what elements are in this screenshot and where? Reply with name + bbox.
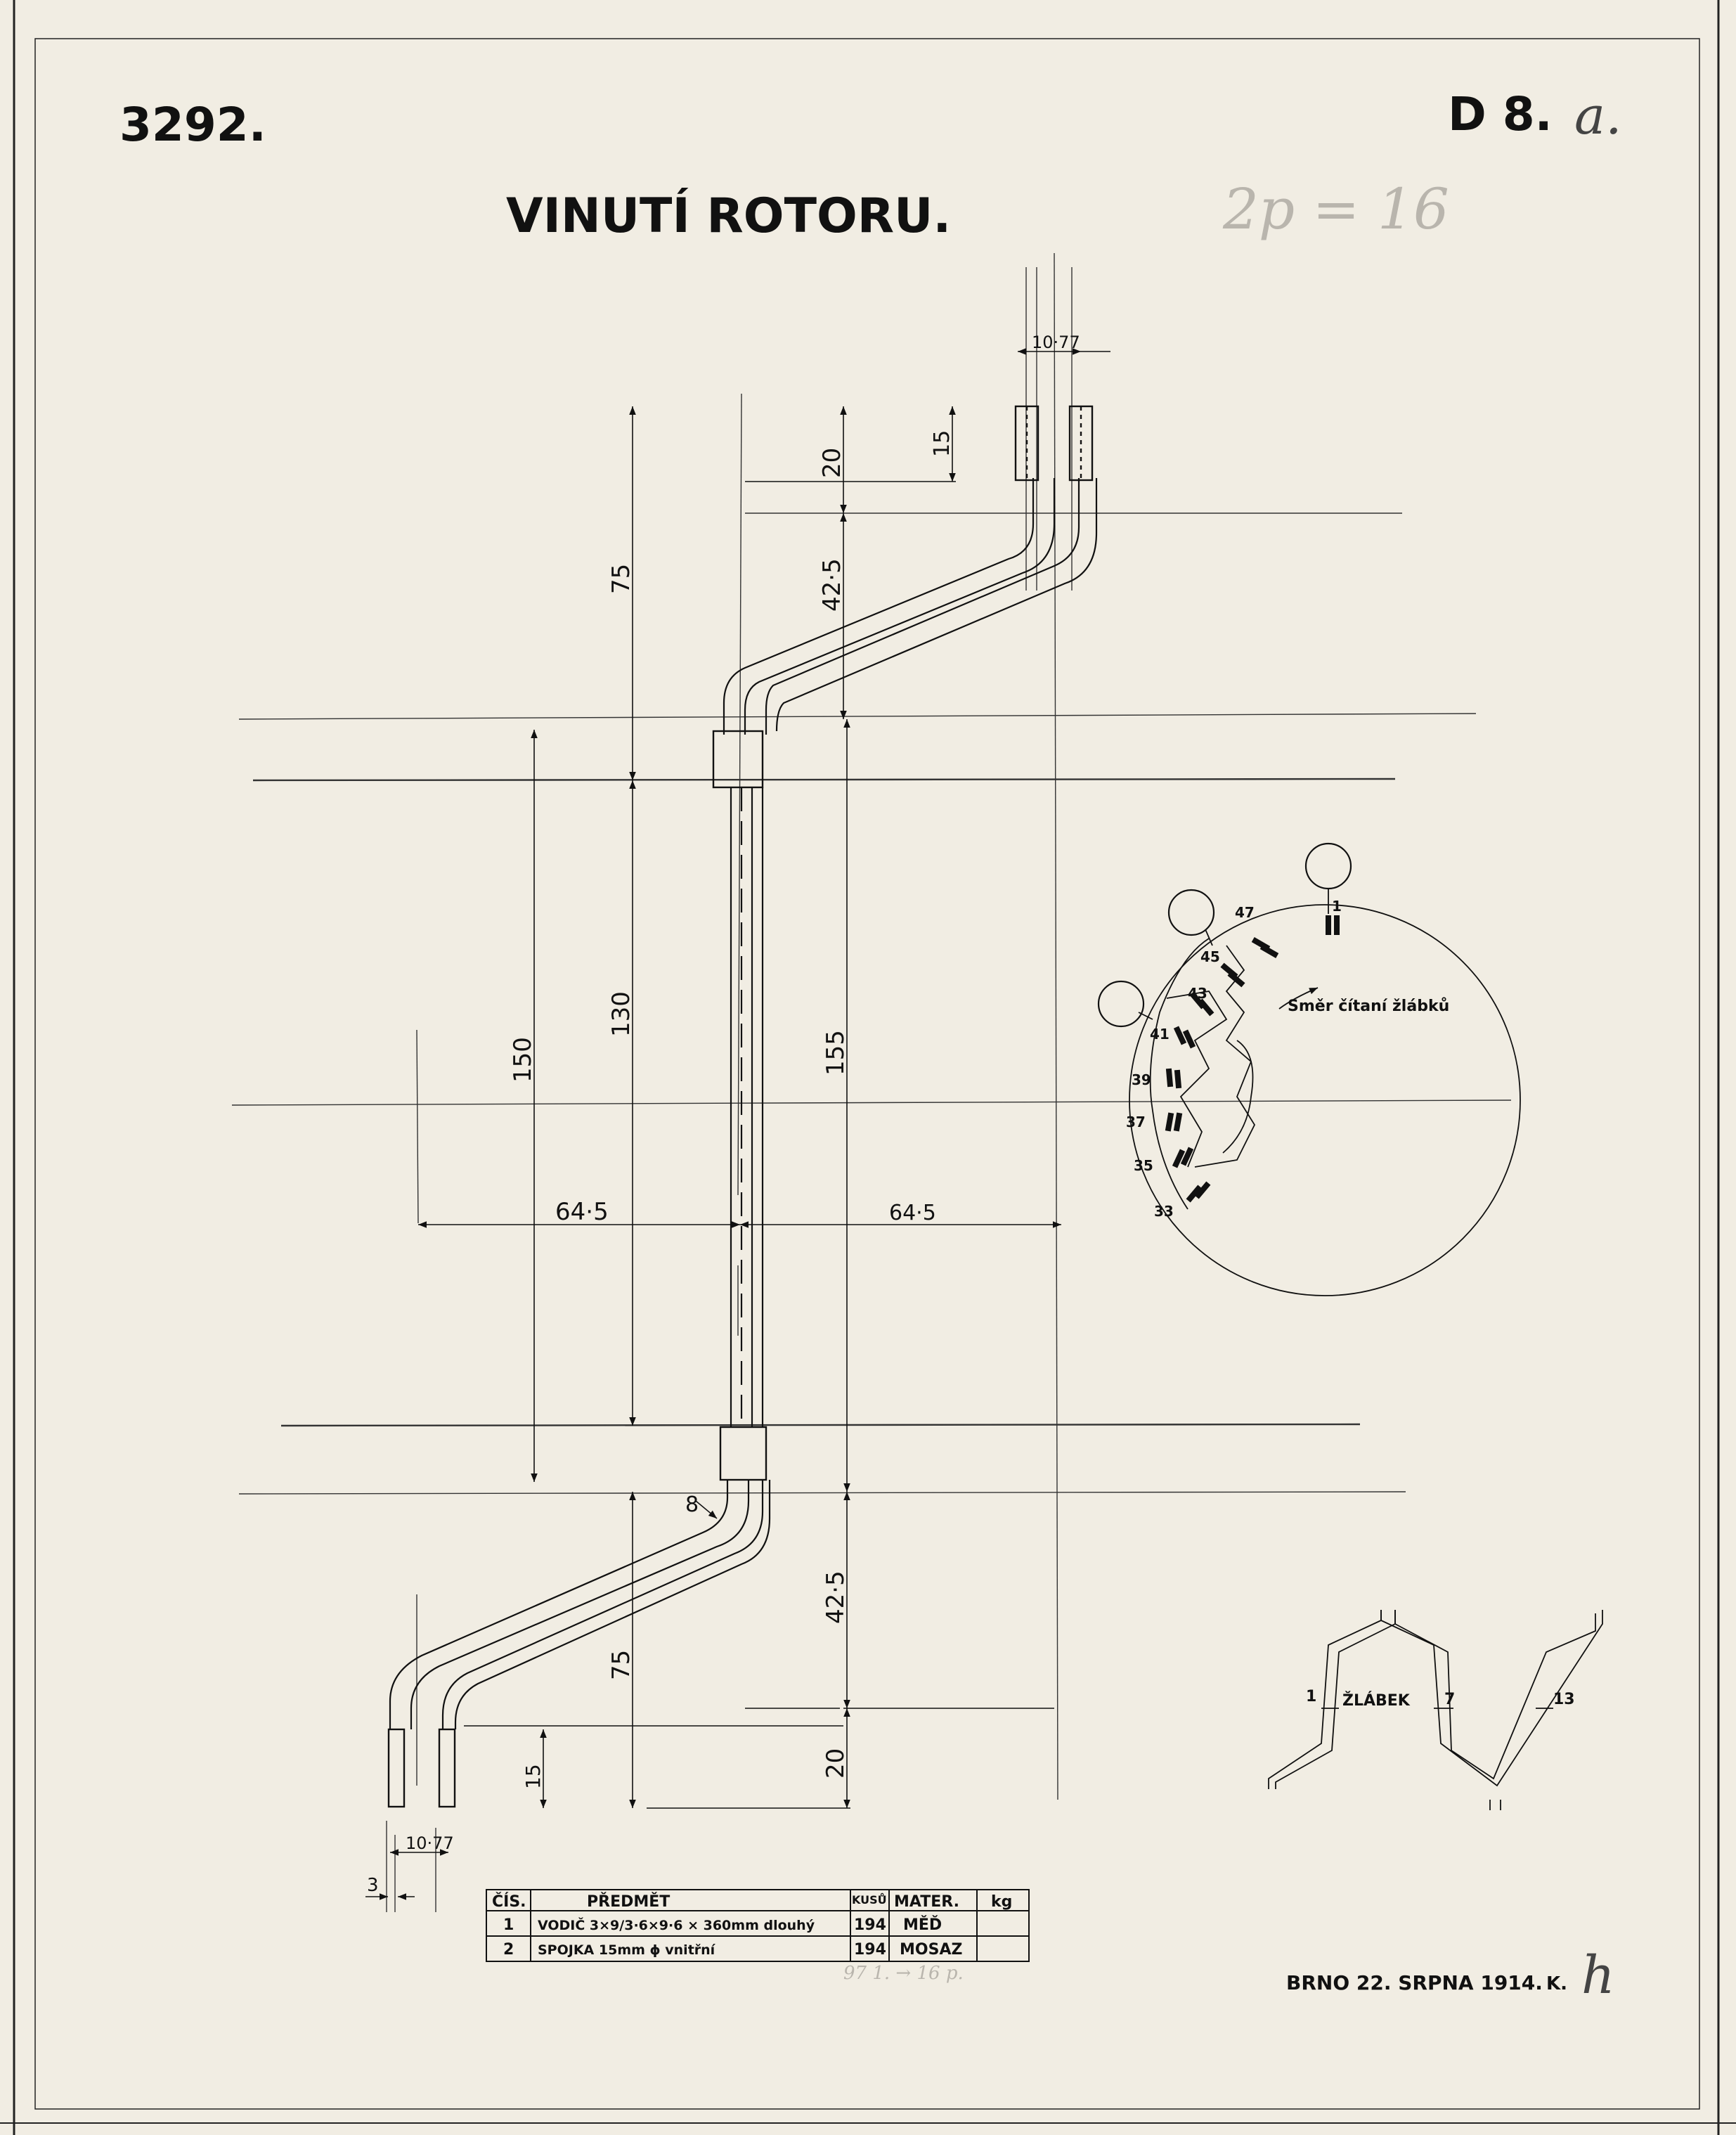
- sheet-code-suffix: a.: [1574, 86, 1622, 146]
- place-date: BRNO 22. SRPNA 1914.: [1286, 1971, 1543, 1994]
- signature-initial: K.: [1546, 1973, 1567, 1994]
- dimension-labels: 10·77 15 20 42·5 75 150 130 155 64·5 64·…: [367, 333, 1080, 1896]
- dim-bottom-overall: 75: [607, 1650, 635, 1680]
- winding-scheme-labels: 1 ŽLÁBEK 7 13: [1306, 1688, 1575, 1710]
- slot-number: 1: [1332, 898, 1342, 915]
- table-header-item: PŘEDMĚT: [587, 1892, 670, 1911]
- winding-scheme: [1268, 1610, 1603, 1810]
- winding-slot-number: 7: [1444, 1691, 1455, 1708]
- slot-number: 39: [1132, 1071, 1151, 1088]
- winding-slot-number: 1: [1306, 1688, 1316, 1705]
- slot-number: 41: [1150, 1026, 1170, 1043]
- parts-table-text: ČÍS. PŘEDMĚT KUSŮ MATER. kg 1 VODIČ 3×9/…: [492, 1892, 1012, 1959]
- dimension-lines: [365, 348, 1110, 1900]
- slot-markers: [1165, 915, 1340, 1203]
- pencil-note-poles: 2p = 16: [1222, 176, 1449, 242]
- slot-number: 47: [1235, 904, 1255, 921]
- table-cell-number: 2: [503, 1941, 514, 1959]
- table-cell-quantity: 194: [854, 1941, 886, 1959]
- slot-number: 33: [1154, 1203, 1174, 1220]
- table-pencil-note: 97 1. → 16 p.: [843, 1963, 964, 1984]
- slot-number: 37: [1126, 1114, 1146, 1130]
- slot-diagram: [1097, 842, 1521, 1296]
- conductor-bar: [389, 478, 1098, 1729]
- table-cell-number: 1: [503, 1916, 514, 1934]
- winding-slot-label: ŽLÁBEK: [1342, 1691, 1411, 1710]
- dim-top-pitch: 10·77: [1032, 333, 1080, 352]
- dim-tube-offset: 3: [367, 1875, 379, 1896]
- dim-core-length: 150: [509, 1037, 537, 1083]
- table-cell-item: VODIČ 3×9/3·6×9·6 × 360mm dlouhý: [538, 1916, 815, 1933]
- table-header-weight: kg: [991, 1893, 1012, 1911]
- table-header-number: ČÍS.: [492, 1892, 526, 1911]
- signature-mark: h: [1581, 1945, 1615, 2006]
- dim-top-tube: 15: [930, 430, 954, 457]
- slot-number: 35: [1134, 1157, 1153, 1174]
- dim-top-overall: 75: [607, 564, 635, 594]
- sheet-code: D 8.: [1448, 87, 1553, 141]
- dim-bottom-cranked: 42·5: [822, 1570, 850, 1624]
- table-header-material: MATER.: [894, 1893, 959, 1911]
- slot-number-labels: 1 47 45 43 41 39 37 35 33: [1126, 898, 1342, 1220]
- table-cell-material: MOSAZ: [900, 1941, 962, 1959]
- winding-slot-number: 13: [1553, 1691, 1575, 1708]
- dim-top-cranked: 42·5: [818, 558, 846, 612]
- slot-number: 43: [1188, 985, 1207, 1002]
- dim-bottom-pitch: 10·77: [406, 1833, 454, 1853]
- dim-top-end: 20: [818, 448, 846, 478]
- table-cell-material: MĚĎ: [903, 1916, 942, 1934]
- dim-bottom-end: 20: [822, 1748, 850, 1779]
- table-cell-quantity: 194: [854, 1916, 886, 1934]
- slot-number: 45: [1200, 948, 1220, 965]
- drawing-number: 3292.: [119, 98, 266, 152]
- dim-half-span-right: 64·5: [889, 1201, 936, 1225]
- dim-bottom-tube: 15: [522, 1764, 545, 1789]
- table-header-quantity: KUSŮ: [852, 1893, 887, 1907]
- dim-bar-straight: 130: [607, 991, 635, 1037]
- parts-table: [486, 1889, 1030, 1962]
- table-cell-item: SPOJKA 15mm ϕ vnitřní: [538, 1942, 716, 1958]
- connector-sleeves: [387, 405, 1094, 1808]
- slot-direction-label: Směr čítaní žlábků: [1288, 998, 1449, 1015]
- dim-bar-between: 155: [822, 1030, 850, 1076]
- drawing-title: VINUTÍ ROTORU.: [506, 188, 951, 244]
- dim-half-span-left: 64·5: [555, 1198, 609, 1226]
- dim-bend-radius: 8: [685, 1492, 699, 1517]
